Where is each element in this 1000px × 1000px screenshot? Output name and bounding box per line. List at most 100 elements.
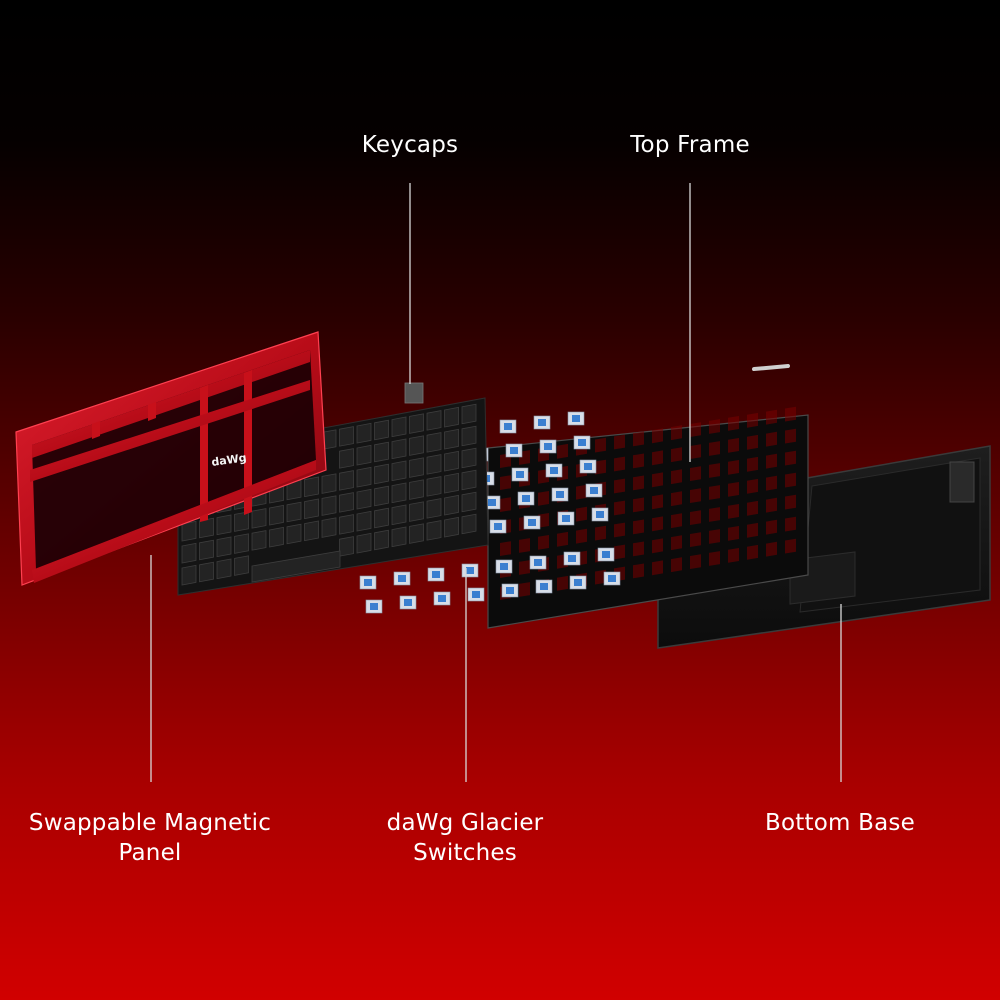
keycap	[374, 485, 389, 507]
keycap	[426, 476, 442, 497]
keycap	[356, 444, 372, 466]
plate-switch-cutout	[652, 472, 663, 488]
plate-switch-cutout	[709, 485, 720, 500]
plate-switch-cutout	[633, 497, 644, 513]
switch	[603, 571, 621, 586]
keycap	[216, 558, 232, 580]
plate-switch-cutout	[671, 447, 682, 463]
switch	[573, 435, 591, 450]
plate-switch-cutout	[766, 431, 777, 447]
keycap	[339, 514, 354, 535]
plate-switch-cutout	[728, 438, 739, 453]
switch	[567, 411, 585, 426]
keycap	[321, 517, 337, 538]
plate-switch-cutout	[747, 434, 758, 450]
plate-switch-cutout	[633, 519, 644, 535]
keycap	[461, 513, 477, 535]
plate-switch-cutout	[728, 526, 739, 541]
bottom-base	[657, 445, 991, 649]
keycap	[426, 410, 442, 431]
plate-switch-cutout	[785, 472, 796, 488]
plate-switch-cutout	[519, 582, 530, 597]
switch	[569, 575, 587, 590]
switch	[517, 491, 535, 506]
magnetic-panel-label-line2: Panel	[118, 840, 182, 866]
keycap	[444, 494, 459, 516]
keycap	[426, 520, 442, 541]
plate-switch-cutout	[690, 422, 701, 437]
keycap	[391, 416, 407, 438]
plate-switch-cutout	[766, 475, 777, 491]
panel-logo: daWg	[211, 451, 248, 469]
keycap	[269, 526, 284, 548]
plate-switch-cutout	[709, 551, 720, 566]
switch	[365, 599, 383, 614]
plate-switch-cutout	[652, 428, 663, 444]
keycap	[199, 517, 214, 539]
magnetic-panel-label: Swappable Magnetic Panel	[10, 808, 290, 868]
plate-switch-cutout	[690, 510, 701, 525]
keycap	[321, 495, 337, 516]
plate-switch-cutout	[747, 522, 758, 538]
plate-switch-cutout	[709, 441, 720, 456]
plate-switch-cutout	[595, 459, 606, 475]
plate-switch-cutout	[614, 522, 625, 538]
switch	[523, 515, 541, 530]
plate-switch-cutout	[747, 456, 758, 472]
switch	[579, 459, 597, 474]
plate-switch-cutout	[633, 431, 644, 447]
keycap	[409, 523, 424, 544]
switch	[545, 463, 563, 478]
keycap	[339, 492, 354, 513]
switch	[529, 555, 547, 570]
switch	[535, 579, 553, 594]
switch	[511, 467, 529, 482]
switch	[563, 551, 581, 566]
plate-switch-cutout	[690, 554, 701, 569]
keycap	[269, 504, 284, 526]
switch	[499, 419, 517, 434]
plate-switch-cutout	[652, 560, 663, 576]
keycap	[461, 425, 477, 447]
plate-switch-cutout	[747, 478, 758, 494]
plate-switch-cutout	[785, 428, 796, 444]
switch	[467, 587, 485, 602]
plate-switch-cutout	[633, 563, 644, 579]
keycap	[216, 536, 232, 558]
plate-switch-cutout	[709, 419, 720, 434]
keycap	[461, 469, 477, 491]
plate-switch-cutout	[500, 497, 511, 512]
keycap	[181, 520, 197, 542]
keycap	[199, 539, 214, 561]
keycap	[304, 476, 319, 498]
plate-switch-cutout	[500, 541, 511, 556]
plate-switch-cutout	[652, 494, 663, 510]
keycap	[234, 511, 249, 532]
keycap	[444, 428, 459, 450]
keycap	[374, 507, 389, 529]
plate-switch-cutout	[728, 460, 739, 475]
switch	[539, 439, 557, 454]
plate-switch-cutout	[690, 532, 701, 547]
plate-switch-cutout	[576, 484, 587, 500]
plate-switch-cutout	[557, 443, 568, 459]
switch	[433, 591, 451, 606]
keycap	[234, 555, 249, 576]
switches-group	[341, 411, 621, 614]
switch	[393, 571, 411, 586]
switch	[557, 511, 575, 526]
keycap	[251, 530, 267, 551]
keycaps-label: Keycaps	[320, 130, 500, 160]
plate-switch-cutout	[709, 529, 720, 544]
keycap	[409, 479, 424, 500]
keycap	[374, 441, 389, 463]
keycap	[409, 413, 424, 434]
plate-switch-cutout	[766, 497, 777, 513]
switch	[461, 563, 479, 578]
keycap	[356, 510, 372, 532]
plate-switch-cutout	[519, 538, 530, 553]
keycap	[286, 501, 302, 523]
plate-switch-cutout	[785, 516, 796, 532]
keycap	[304, 520, 319, 542]
keycap	[461, 491, 477, 513]
